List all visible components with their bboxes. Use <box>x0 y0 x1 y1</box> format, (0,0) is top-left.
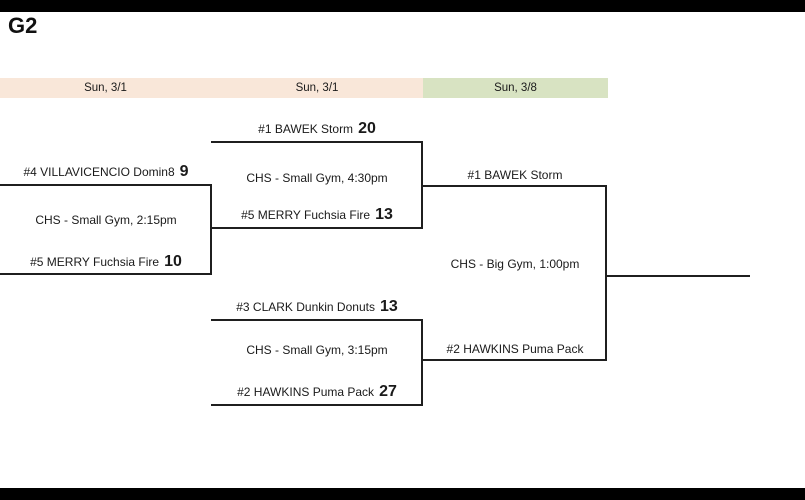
team-name: #4 VILLAVICENCIO Domin8 <box>23 165 175 179</box>
team-slot-final-bottom: #2 HAWKINS Puma Pack <box>423 342 607 356</box>
bracket-line-game2-top <box>211 141 423 143</box>
bracket-line-game2-vertical <box>421 141 423 229</box>
team-slot-game1-bottom: #5 MERRY Fuchsia Fire 10 <box>0 253 212 271</box>
team-name: #3 CLARK Dunkin Donuts <box>236 300 375 314</box>
team-slot-game1-top: #4 VILLAVICENCIO Domin8 9 <box>0 163 212 181</box>
team-name: #1 BAWEK Storm <box>258 122 354 136</box>
bracket-line-game3-top <box>211 319 423 321</box>
team-score: 27 <box>379 383 397 400</box>
venue-label-game3: CHS - Small Gym, 3:15pm <box>246 343 388 357</box>
team-slot-final-top: #1 BAWEK Storm <box>423 168 607 182</box>
team-name: #2 HAWKINS Puma Pack <box>237 385 375 399</box>
team-score: 13 <box>375 206 393 223</box>
date-header-final: Sun, 3/8 <box>423 78 608 98</box>
bracket-line-game1-vertical <box>210 184 212 275</box>
venue-label-final: CHS - Big Gym, 1:00pm <box>450 257 580 271</box>
team-name: #1 BAWEK Storm <box>467 168 563 182</box>
date-header-semifinals: Sun, 3/1 <box>211 78 423 98</box>
venue-label-game2: CHS - Small Gym, 4:30pm <box>246 171 388 185</box>
team-slot-game3-bottom: #2 HAWKINS Puma Pack 27 <box>211 383 423 401</box>
bracket-line-final-bottom <box>423 359 607 361</box>
team-score: 13 <box>379 298 398 315</box>
venue-label-game1: CHS - Small Gym, 2:15pm <box>35 213 177 227</box>
bracket-line-game2-bottom <box>211 227 423 229</box>
team-slot-game3-top: #3 CLARK Dunkin Donuts 13 <box>211 298 423 316</box>
bracket-line-game1-bottom <box>0 273 212 275</box>
bracket-line-game3-vertical <box>421 319 423 406</box>
team-name: #5 MERRY Fuchsia Fire <box>30 255 160 269</box>
team-slot-game2-top: #1 BAWEK Storm 20 <box>211 120 423 138</box>
bracket-line-final-vertical <box>605 185 607 361</box>
team-score: 10 <box>164 253 182 270</box>
team-score: 20 <box>358 120 376 137</box>
bracket-line-champion <box>607 275 750 277</box>
team-name: #5 MERRY Fuchsia Fire <box>241 208 371 222</box>
top-border-bar <box>0 0 805 12</box>
team-score: 9 <box>179 163 189 180</box>
bracket-line-final-top <box>423 185 607 187</box>
bracket-line-game3-bottom <box>211 404 423 406</box>
date-header-round1: Sun, 3/1 <box>0 78 211 98</box>
bottom-border-bar <box>0 488 805 500</box>
page-title: G2 <box>8 13 38 38</box>
bracket-line-game1-top <box>0 184 212 186</box>
team-name: #2 HAWKINS Puma Pack <box>446 342 584 356</box>
team-slot-game2-bottom: #5 MERRY Fuchsia Fire 13 <box>211 206 423 224</box>
